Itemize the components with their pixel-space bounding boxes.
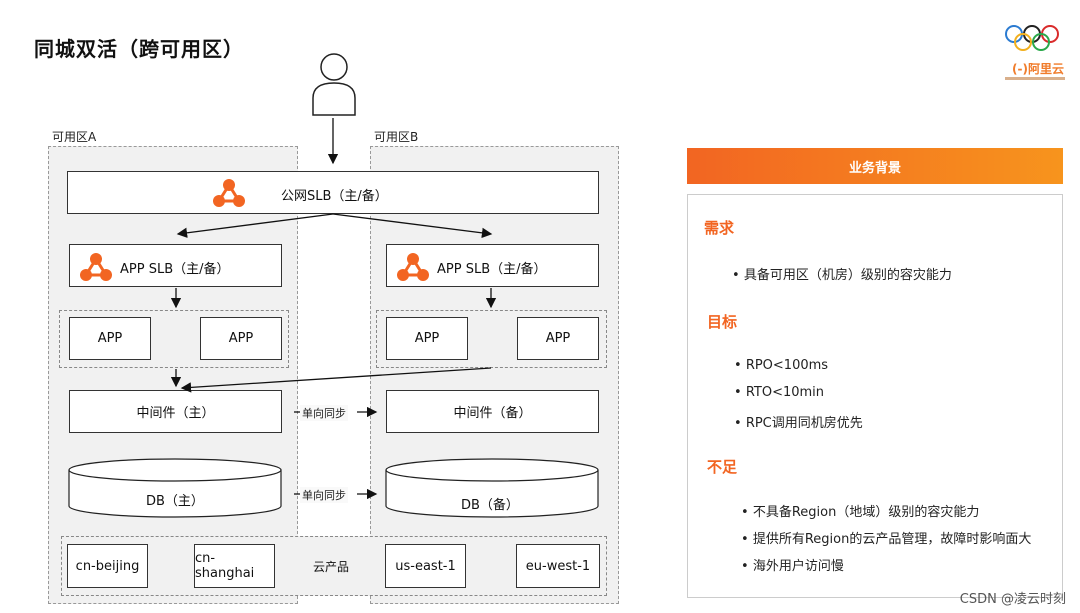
section-title-shortcoming: 不足 — [707, 458, 738, 476]
app-box: APP — [517, 317, 599, 360]
public-slb-box: 公网SLB（主/备） — [67, 171, 599, 214]
region-box: us-east-1 — [385, 544, 466, 588]
diagram-arrows — [170, 118, 497, 500]
sync-label: 单向同步 — [300, 487, 348, 503]
app-slb-b-label: APP SLB（主/备） — [437, 262, 547, 277]
slb-icon — [395, 251, 431, 287]
bullet-item: • RPC调用同机房优先 — [734, 416, 863, 431]
zone-a — [48, 146, 298, 604]
bullet-item: • RTO<10min — [734, 385, 825, 400]
sync-label: 单向同步 — [300, 405, 348, 421]
app-slb-a-box: APP SLB（主/备） — [69, 244, 282, 287]
db-a-label: DB（主） — [146, 494, 204, 509]
bullet-item: • RPO<100ms — [734, 358, 829, 373]
db-b-label: DB（备） — [461, 498, 519, 513]
logo-tagline — [1005, 77, 1065, 80]
bullet-item: • 提供所有Region的云产品管理，故障时影响面大 — [741, 532, 1032, 547]
app-slb-b-box: APP SLB（主/备） — [386, 244, 599, 287]
logo-name: 阿里云 — [1027, 62, 1064, 76]
zone-label-a: 可用区A — [52, 130, 97, 144]
logo-bracket: (-) — [1012, 62, 1028, 76]
arrow-slb-to-app-slb-b — [332, 213, 493, 239]
middleware-a-box: 中间件（主） — [69, 390, 282, 433]
business-background-header: 业务背景 — [687, 148, 1063, 184]
cloud-product-label: 云产品 — [313, 560, 350, 574]
app-box: APP — [200, 317, 282, 360]
slb-icon — [211, 177, 247, 213]
db-b-cylinder — [385, 458, 599, 518]
zone-label-b: 可用区B — [374, 130, 419, 144]
public-slb-label: 公网SLB（主/备） — [281, 189, 388, 204]
arrow-slb-to-app-slb-a — [176, 213, 334, 238]
alibaba-cloud-logo — [1000, 22, 1066, 92]
middleware-b-box: 中间件（备） — [386, 390, 599, 433]
section-title-requirement: 需求 — [704, 219, 735, 237]
region-box: cn-beijing — [67, 544, 148, 588]
db-a-cylinder — [68, 458, 282, 518]
app-slb-a-label: APP SLB（主/备） — [120, 262, 230, 277]
app-box: APP — [69, 317, 151, 360]
section-title-goal: 目标 — [707, 313, 738, 331]
user-icon — [310, 50, 358, 116]
region-box: eu-west-1 — [516, 544, 600, 588]
slb-icon — [78, 251, 114, 287]
bullet-item: • 海外用户访问慢 — [741, 559, 844, 574]
bullet-item: • 具备可用区（机房）级别的容灾能力 — [732, 268, 952, 283]
business-background-panel — [687, 194, 1063, 598]
bullet-item: • 不具备Region（地域）级别的容灾能力 — [741, 505, 980, 520]
watermark: CSDN @凌云时刻 — [959, 592, 1066, 607]
region-box: cn-shanghai — [194, 544, 275, 588]
page-title: 同城双活（跨可用区） — [34, 37, 244, 61]
app-box: APP — [386, 317, 468, 360]
zone-b — [370, 146, 619, 604]
olympic-rings-icon — [1005, 25, 1059, 51]
logo-text: (-)阿里云 — [1012, 60, 1064, 77]
arrow-apps-b-to-middleware-a — [180, 367, 492, 393]
